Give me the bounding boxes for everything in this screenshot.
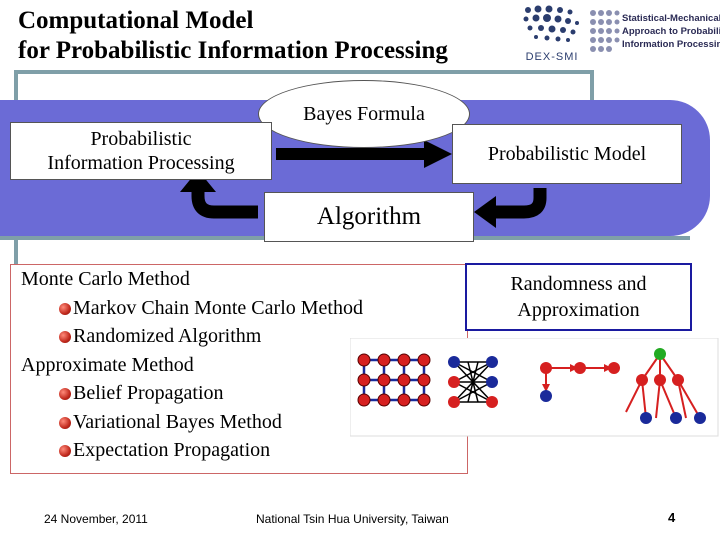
- smapip-dots-icon: [590, 10, 620, 52]
- group1-heading: Monte Carlo Method: [21, 268, 190, 290]
- dexsmi-dots-icon: [523, 5, 579, 42]
- list-item: Randomized Algorithm: [11, 322, 467, 351]
- frame-top-line: [14, 70, 594, 74]
- footer-date: 24 November, 2011: [44, 512, 148, 526]
- algorithm-box: Algorithm: [264, 192, 474, 242]
- randomness-line1: Randomness and: [510, 273, 647, 295]
- list-item: Markov Chain Monte Carlo Method: [11, 294, 467, 323]
- probabilistic-model-box: Probabilistic Model: [452, 124, 682, 184]
- footer-venue: National Tsin Hua University, Taiwan: [256, 512, 449, 526]
- randomness-box: Randomness and Approximation: [465, 263, 692, 331]
- pip-line2: Information Processing: [47, 152, 235, 174]
- right-arrow-icon: [276, 140, 452, 168]
- bullet-icon: [59, 388, 71, 400]
- graph-panel: [350, 338, 719, 437]
- bullet-icon: [59, 331, 71, 343]
- right-bent-arrow-icon: [474, 188, 547, 228]
- bullet-icon: [59, 445, 71, 457]
- left-bent-arrow-icon: [180, 170, 258, 219]
- list-item: Expectation Propagation: [11, 436, 467, 465]
- bipartite-graph: [453, 361, 493, 403]
- smapip-line3: Information Processing: [622, 39, 720, 50]
- list-item: Variational Bayes Method: [11, 408, 467, 437]
- smapip-logo: Statistical-Mechanical Approach to Proba…: [588, 8, 720, 58]
- bullet-icon: [59, 416, 71, 429]
- smapip-line1: Statistical-Mechanical: [622, 13, 720, 24]
- dexsmi-logo: DEX-SMI: [520, 4, 584, 63]
- bullet-icon: [59, 302, 71, 315]
- chain-graph: [540, 362, 620, 402]
- group2-heading: Approximate Method: [21, 353, 194, 376]
- graph-icon: [350, 338, 719, 437]
- tree-nodes: [636, 348, 706, 424]
- randomness-line2: Approximation: [517, 299, 640, 321]
- page-title: Computational Model for Probabilistic In…: [18, 6, 448, 66]
- bayes-formula-node: Bayes Formula: [258, 80, 470, 148]
- title-line2: for Probabilistic Information Processing: [18, 37, 448, 64]
- pip-line1: Probabilistic: [90, 128, 192, 150]
- smapip-line2: Approach to Probabilistic: [622, 26, 720, 37]
- grid-graph-nodes: [357, 353, 431, 407]
- list-item: Belief Propagation: [11, 379, 467, 408]
- pip-box: Probabilistic Information Processing: [10, 122, 272, 180]
- page-number: 4: [668, 510, 676, 525]
- bipartite-nodes: [448, 356, 498, 408]
- title-line1: Computational Model: [18, 7, 254, 34]
- dexsmi-label: DEX-SMI: [525, 51, 579, 63]
